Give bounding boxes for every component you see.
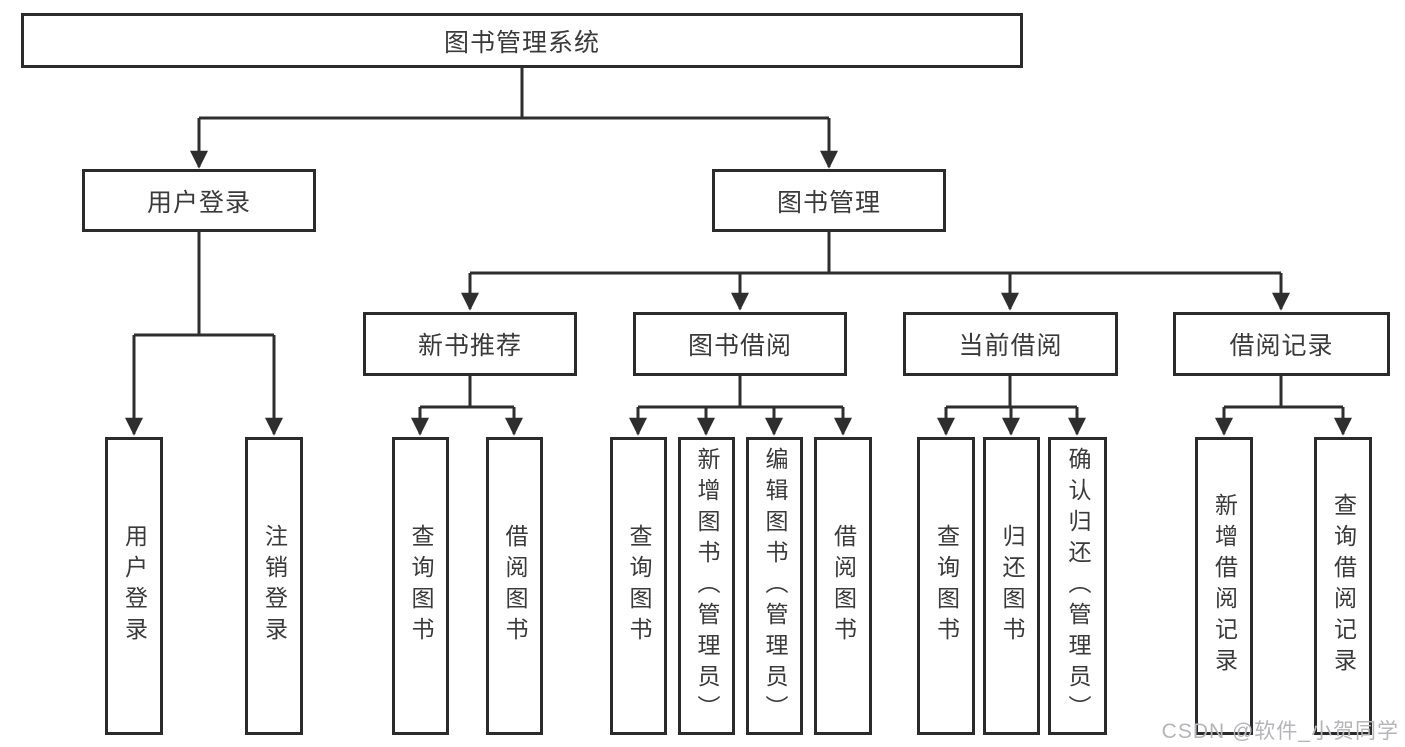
leaf-borrow-books-recommend: 借阅图书: [486, 437, 543, 735]
node-user-login: 用户登录: [82, 169, 316, 232]
node-book-borrowing: 图书借阅: [633, 312, 847, 376]
leaf-query-books-borrowing: 查询图书: [610, 437, 667, 735]
leaf-return-books: 归还图书: [983, 437, 1040, 735]
leaf-confirm-return-admin: 确认归还（管理员）: [1048, 437, 1107, 735]
leaf-query-books-recommend: 查询图书: [392, 437, 449, 735]
node-new-book-recommend: 新书推荐: [363, 312, 577, 376]
leaf-borrow-books-borrowing: 借阅图书: [814, 437, 872, 735]
leaf-query-books-current: 查询图书: [917, 437, 975, 735]
node-borrow-records: 借阅记录: [1173, 312, 1390, 376]
node-library-system: 图书管理系统: [21, 13, 1023, 68]
leaf-logout-login: 注销登录: [245, 437, 303, 735]
leaf-query-borrow-record: 查询借阅记录: [1314, 437, 1372, 735]
leaf-user-login: 用户登录: [105, 437, 163, 735]
leaf-add-books-admin: 新增图书（管理员）: [678, 437, 735, 735]
leaf-edit-books-admin: 编辑图书（管理员）: [746, 437, 803, 735]
node-current-borrowing: 当前借阅: [903, 312, 1118, 376]
csdn-watermark: CSDN @软件_小贺同学: [1161, 720, 1399, 743]
leaf-add-borrow-record: 新增借阅记录: [1195, 437, 1253, 735]
node-book-management: 图书管理: [712, 169, 946, 232]
